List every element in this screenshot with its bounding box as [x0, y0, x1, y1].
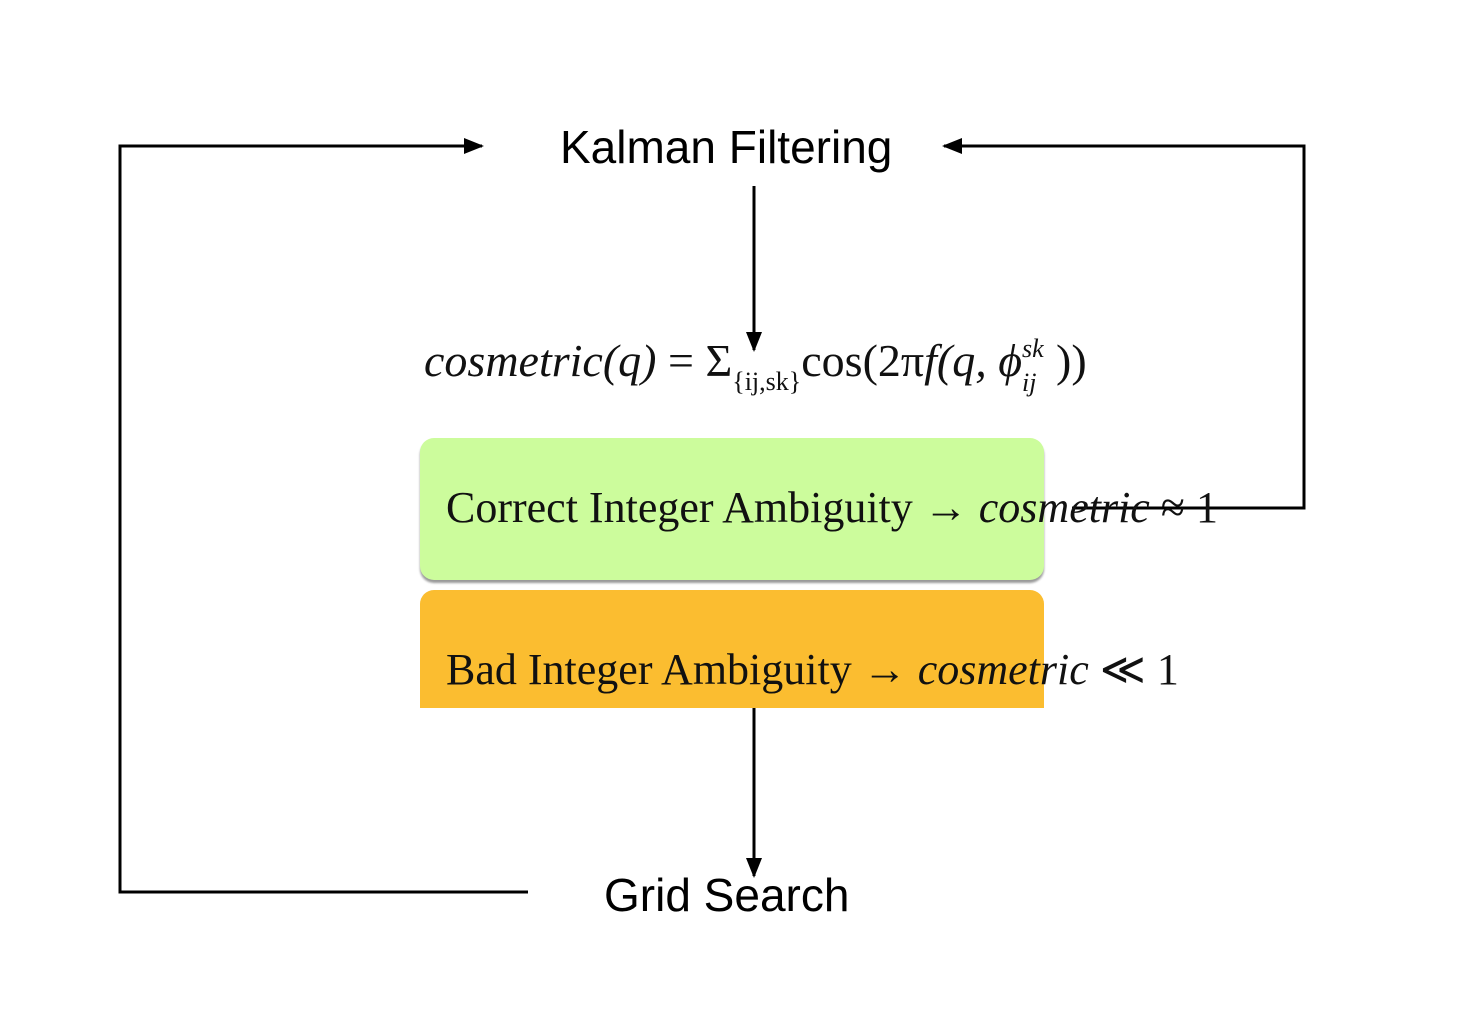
kalman-filtering-node: Kalman Filtering — [560, 121, 893, 173]
formula-close: )) — [1056, 335, 1087, 386]
bad-ambiguity-label: Bad Integer Ambiguity — [446, 645, 852, 694]
correct-metric: cosmetric — [978, 483, 1150, 532]
correct-relation: ≈ 1 — [1160, 483, 1218, 532]
formula-cos-open: cos(2π — [801, 335, 925, 386]
bad-metric: cosmetric — [917, 645, 1089, 694]
loop-correct-to-kalman — [942, 138, 1306, 510]
formula-equals: = — [667, 335, 694, 386]
loop-grid-to-kalman — [118, 138, 528, 894]
bad-relation: ≪ 1 — [1099, 645, 1179, 694]
bad-ambiguity-box: Bad Integer Ambiguity → cosmetric ≪ 1 — [420, 590, 1179, 708]
formula-args-open: (q, ϕ — [936, 335, 1023, 386]
bad-ambiguity-row: Bad Integer Ambiguity → cosmetric ≪ 1 — [446, 648, 1179, 692]
correct-ambiguity-label: Correct Integer Ambiguity — [446, 483, 913, 532]
formula-subscript: ij — [1022, 368, 1037, 397]
formula-function-f: f — [924, 335, 937, 386]
bad-arrow: → — [862, 645, 907, 694]
formula-sigma-subscript: {ij,sk} — [732, 367, 802, 396]
correct-arrow: → — [923, 483, 968, 532]
formula-phi-scripts: sk ij — [1022, 334, 1056, 396]
formula-superscript: sk — [1022, 334, 1044, 363]
formula-sigma: Σ — [705, 335, 733, 386]
grid-search-node: Grid Search — [604, 869, 850, 921]
correct-ambiguity-box: Correct Integer Ambiguity → cosmetric ≈ … — [420, 438, 1218, 580]
correct-ambiguity-row: Correct Integer Ambiguity → cosmetric ≈ … — [446, 486, 1218, 530]
formula-lhs: cosmetric(q) — [424, 335, 657, 386]
